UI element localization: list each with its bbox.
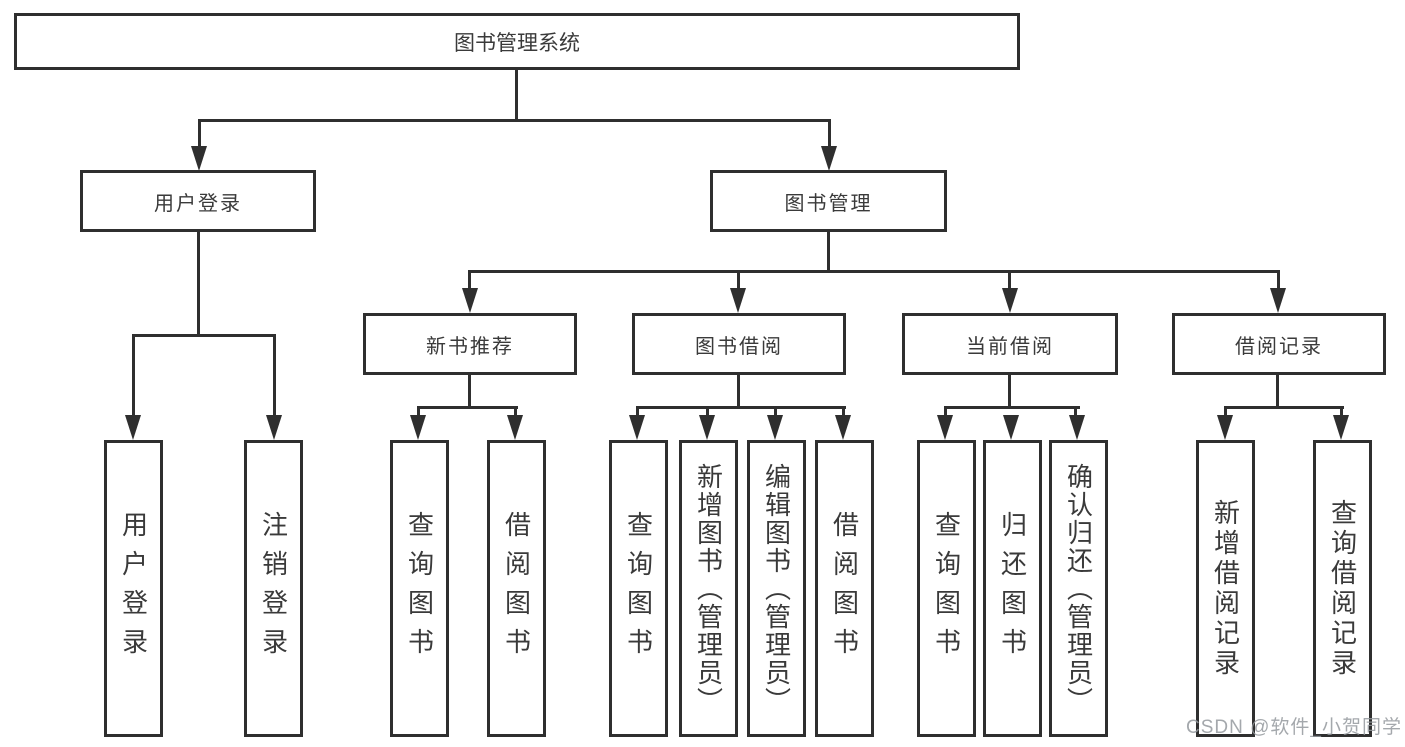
node-new-book-recommend: 新书推荐 bbox=[363, 313, 577, 375]
connector-line bbox=[737, 375, 740, 409]
node-label: 借阅记录 bbox=[1235, 335, 1323, 358]
leaf-borrow-book-recommend: 借阅图书 bbox=[487, 440, 546, 737]
leaf-return-book: 归还图书 bbox=[983, 440, 1042, 737]
leaf-label: 用户登录 bbox=[118, 510, 149, 667]
node-label: 当前借阅 bbox=[966, 335, 1054, 358]
arrow-down-icon bbox=[767, 415, 783, 440]
node-label: 图书管理系统 bbox=[454, 31, 580, 55]
arrow-down-icon bbox=[937, 415, 953, 440]
leaf-query-book-current: 查询图书 bbox=[917, 440, 976, 737]
node-book-management: 图书管理 bbox=[710, 170, 947, 232]
connector-line bbox=[828, 119, 831, 149]
connector-line bbox=[468, 375, 471, 409]
node-user-login: 用户登录 bbox=[80, 170, 316, 232]
node-label: 图书借阅 bbox=[695, 335, 783, 358]
leaf-label: 查询图书 bbox=[623, 510, 654, 667]
leaf-label: 新增借阅记录 bbox=[1210, 498, 1241, 679]
arrow-down-icon bbox=[699, 415, 715, 440]
arrow-down-icon bbox=[462, 288, 478, 313]
connector-line bbox=[417, 406, 420, 417]
leaf-label: 新增图书（管理员） bbox=[693, 462, 724, 715]
connector-line bbox=[417, 406, 518, 409]
node-library-system: 图书管理系统 bbox=[14, 13, 1020, 70]
leaf-label: 借阅图书 bbox=[501, 510, 532, 667]
arrow-down-icon bbox=[1217, 415, 1233, 440]
connector-line bbox=[1224, 406, 1227, 417]
leaf-label: 归还图书 bbox=[997, 510, 1028, 667]
csdn-watermark: CSDN @软件_小贺同学 bbox=[1186, 717, 1402, 738]
arrow-down-icon bbox=[1069, 415, 1085, 440]
connector-line bbox=[132, 334, 276, 337]
leaf-query-book-borrowing: 查询图书 bbox=[609, 440, 668, 737]
connector-line bbox=[1008, 270, 1011, 291]
leaf-add-book-admin: 新增图书（管理员） bbox=[679, 440, 738, 737]
node-borrowing-records: 借阅记录 bbox=[1172, 313, 1386, 375]
leaf-label: 确认归还（管理员） bbox=[1063, 462, 1094, 715]
arrow-down-icon bbox=[629, 415, 645, 440]
connector-line bbox=[706, 406, 709, 417]
leaf-label: 查询图书 bbox=[404, 510, 435, 667]
leaf-user-login: 用户登录 bbox=[104, 440, 163, 737]
connector-line bbox=[842, 406, 845, 417]
leaf-edit-book-admin: 编辑图书（管理员） bbox=[747, 440, 806, 737]
connector-line bbox=[198, 119, 201, 149]
node-label: 用户登录 bbox=[154, 192, 242, 215]
leaf-borrow-book: 借阅图书 bbox=[815, 440, 874, 737]
node-label: 新书推荐 bbox=[426, 335, 514, 358]
leaf-label: 查询图书 bbox=[931, 510, 962, 667]
leaf-label: 注销登录 bbox=[258, 510, 289, 667]
arrow-down-icon bbox=[191, 146, 207, 171]
connector-line bbox=[1224, 406, 1344, 409]
arrow-down-icon bbox=[266, 415, 282, 440]
connector-line bbox=[132, 334, 135, 416]
connector-line bbox=[1340, 406, 1343, 417]
connector-line bbox=[1277, 270, 1280, 291]
connector-line bbox=[944, 406, 1080, 409]
arrow-down-icon bbox=[1002, 288, 1018, 313]
connector-line bbox=[774, 406, 777, 417]
leaf-label: 编辑图书（管理员） bbox=[761, 462, 792, 715]
connector-line bbox=[636, 406, 639, 417]
arrow-down-icon bbox=[730, 288, 746, 313]
leaf-query-borrow-record: 查询借阅记录 bbox=[1313, 440, 1372, 737]
connector-line bbox=[515, 70, 518, 121]
node-current-borrowing: 当前借阅 bbox=[902, 313, 1118, 375]
arrow-down-icon bbox=[507, 415, 523, 440]
leaf-confirm-return-admin: 确认归还（管理员） bbox=[1049, 440, 1108, 737]
arrow-down-icon bbox=[821, 146, 837, 171]
connector-line bbox=[1008, 375, 1011, 409]
connector-line bbox=[273, 334, 276, 416]
node-book-borrowing: 图书借阅 bbox=[632, 313, 846, 375]
arrow-down-icon bbox=[1333, 415, 1349, 440]
arrow-down-icon bbox=[410, 415, 426, 440]
arrow-down-icon bbox=[835, 415, 851, 440]
leaf-logout: 注销登录 bbox=[244, 440, 303, 737]
leaf-add-borrow-record: 新增借阅记录 bbox=[1196, 440, 1255, 737]
connector-line bbox=[1074, 406, 1077, 417]
arrow-down-icon bbox=[1270, 288, 1286, 313]
connector-line bbox=[197, 232, 200, 337]
leaf-query-book-recommend: 查询图书 bbox=[390, 440, 449, 737]
leaf-label: 查询借阅记录 bbox=[1327, 498, 1358, 679]
connector-line bbox=[468, 270, 1280, 273]
connector-line bbox=[636, 406, 846, 409]
connector-line bbox=[827, 232, 830, 273]
arrow-down-icon bbox=[1003, 415, 1019, 440]
connector-line bbox=[514, 406, 517, 417]
connector-line bbox=[944, 406, 947, 417]
connector-line bbox=[468, 270, 471, 291]
leaf-label: 借阅图书 bbox=[829, 510, 860, 667]
connector-line bbox=[1276, 375, 1279, 409]
connector-line bbox=[737, 270, 740, 291]
connector-line bbox=[198, 119, 831, 122]
arrow-down-icon bbox=[125, 415, 141, 440]
node-label: 图书管理 bbox=[784, 192, 873, 215]
